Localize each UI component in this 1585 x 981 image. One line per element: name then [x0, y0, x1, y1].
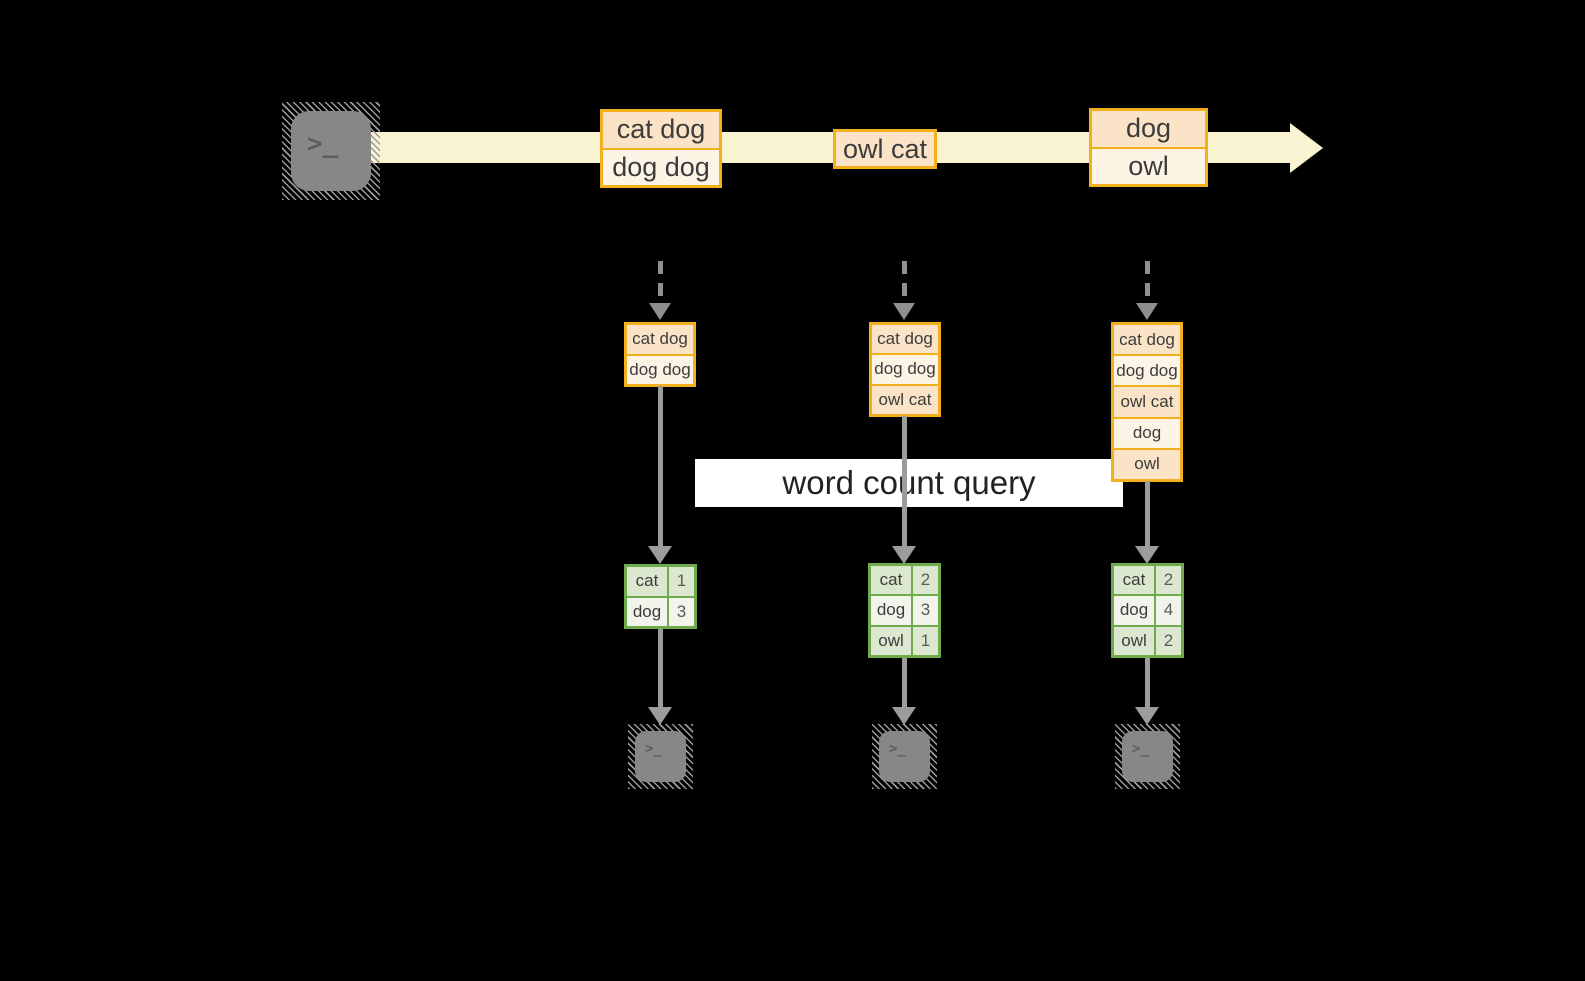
count-cell: 3 — [669, 597, 694, 626]
word-cell: owl — [871, 626, 911, 655]
stream-arrowhead-icon — [1290, 123, 1323, 173]
stream-batch-1: cat dog dog dog — [600, 109, 722, 188]
word-cell: cat — [627, 567, 667, 596]
batch-row: dog — [1092, 111, 1205, 147]
word-cell: dog — [627, 597, 667, 626]
word-cell: dog — [871, 596, 911, 625]
dashed-arrowhead-icon — [649, 303, 671, 320]
count-cell: 2 — [1156, 566, 1181, 595]
arrow-line — [658, 629, 663, 707]
state-row: owl cat — [872, 383, 938, 414]
prompt-glyph: >_ — [1132, 741, 1149, 757]
state-box-2: cat dog dog dog owl cat — [869, 322, 941, 417]
batch-row: dog dog — [603, 147, 719, 185]
prompt-glyph: >_ — [307, 129, 339, 159]
dashed-arrow-line — [902, 261, 907, 303]
sink-terminal-icon: >_ — [872, 724, 937, 789]
sink-terminal-icon: >_ — [1115, 724, 1180, 789]
arrow-line — [658, 386, 663, 546]
count-cell: 3 — [913, 596, 938, 625]
state-box-1: cat dog dog dog — [624, 322, 696, 387]
count-cell: 2 — [913, 566, 938, 595]
word-cell: dog — [1114, 596, 1154, 625]
arrowhead-icon — [648, 707, 672, 725]
arrow-line — [1145, 658, 1150, 707]
state-box-3: cat dog dog dog owl cat dog owl — [1111, 322, 1183, 482]
word-cell: cat — [871, 566, 911, 595]
state-row: dog — [1114, 416, 1180, 448]
count-cell: 1 — [913, 626, 938, 655]
arrowhead-icon — [648, 546, 672, 564]
arrowhead-icon — [1135, 707, 1159, 725]
word-cell: cat — [1114, 566, 1154, 595]
arrowhead-icon — [892, 546, 916, 564]
sink-terminal-icon: >_ — [628, 724, 693, 789]
source-terminal-icon: >_ — [282, 102, 380, 200]
query-banner-label: word count query — [782, 464, 1036, 501]
arrow-line — [902, 658, 907, 707]
state-row: dog dog — [1114, 354, 1180, 386]
prompt-glyph: >_ — [645, 741, 662, 757]
arrowhead-icon — [892, 707, 916, 725]
state-row: cat dog — [872, 325, 938, 354]
stream-batch-2: owl cat — [833, 129, 937, 169]
terminal-screen: >_ — [635, 731, 686, 782]
count-table-1: cat 1 dog 3 — [624, 564, 697, 629]
count-table-2: cat 2 dog 3 owl 1 — [868, 563, 941, 658]
batch-row: cat dog — [603, 112, 719, 148]
state-row: cat dog — [1114, 325, 1180, 355]
query-banner: word count query — [695, 459, 1123, 507]
dashed-arrowhead-icon — [1136, 303, 1158, 320]
dashed-arrowhead-icon — [893, 303, 915, 320]
arrowhead-icon — [1135, 546, 1159, 564]
word-cell: owl — [1114, 626, 1154, 655]
state-row: owl — [1114, 447, 1180, 480]
state-row: dog dog — [872, 353, 938, 384]
terminal-screen: >_ — [291, 111, 371, 191]
arrow-line — [902, 416, 907, 546]
count-cell: 2 — [1156, 626, 1181, 655]
terminal-screen: >_ — [1122, 731, 1173, 782]
state-row: dog dog — [627, 353, 693, 384]
arrow-line — [1145, 481, 1150, 546]
dashed-arrow-line — [658, 261, 663, 303]
dashed-arrow-line — [1145, 261, 1150, 303]
stream-batch-3: dog owl — [1089, 108, 1208, 187]
count-cell: 4 — [1156, 596, 1181, 625]
batch-row: owl cat — [836, 132, 934, 166]
count-cell: 1 — [669, 567, 694, 596]
count-table-3: cat 2 dog 4 owl 2 — [1111, 563, 1184, 658]
state-row: cat dog — [627, 325, 693, 354]
terminal-screen: >_ — [879, 731, 930, 782]
state-row: owl cat — [1114, 385, 1180, 417]
batch-row: owl — [1092, 146, 1205, 184]
prompt-glyph: >_ — [889, 741, 906, 757]
